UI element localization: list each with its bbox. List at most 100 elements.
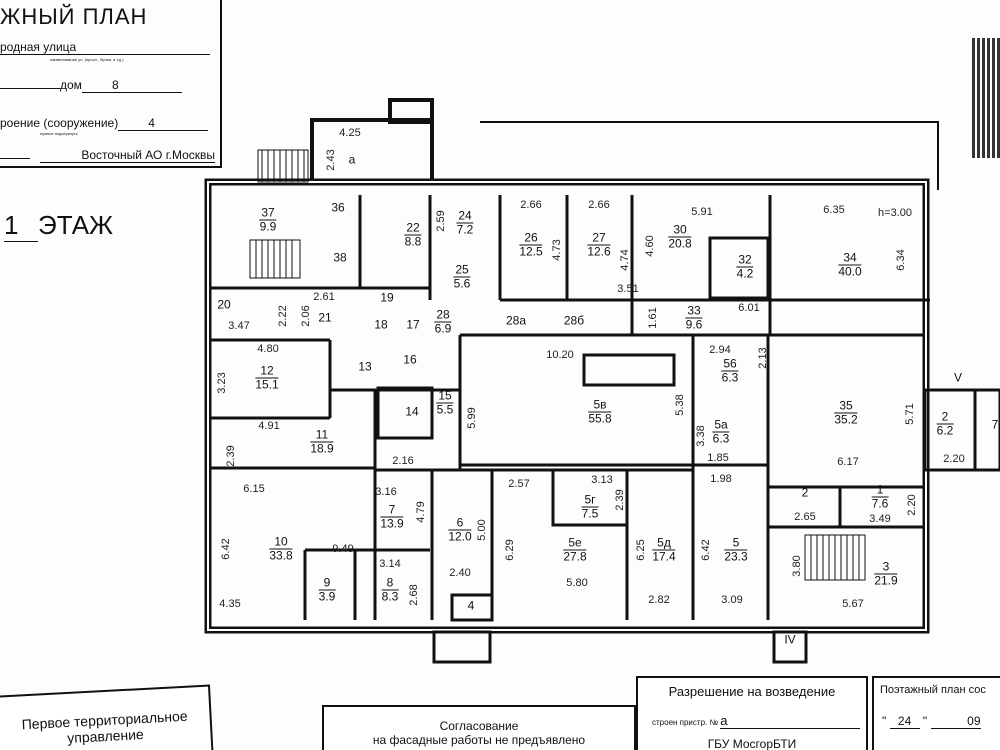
room-number: 18 xyxy=(374,317,388,332)
house-value: 8 xyxy=(81,78,182,93)
room-number: a xyxy=(348,152,356,167)
room-number: 8 xyxy=(381,576,399,591)
dimension-label: 5.91 xyxy=(691,206,713,218)
room-label: 19 xyxy=(378,291,395,305)
room-label: 28б xyxy=(562,314,586,328)
room-number: 37 xyxy=(259,205,277,221)
room-area: 5.5 xyxy=(436,402,454,417)
room-number: 56 xyxy=(721,356,739,372)
district: Восточный АО г.Москвы xyxy=(40,148,216,163)
room-area: 40.0 xyxy=(838,264,862,279)
dimension-label: 2.20 xyxy=(943,453,965,465)
date-day: 24 xyxy=(889,714,920,729)
dimension-label: 1.98 xyxy=(710,473,732,485)
room-area: 21.9 xyxy=(874,573,898,588)
dimension-label: 3.23 xyxy=(216,372,228,394)
title-block xyxy=(0,0,222,168)
stamp-facade-line1: Согласование xyxy=(439,719,519,733)
room-number: 33 xyxy=(685,303,703,319)
room-area: 8.8 xyxy=(404,234,422,249)
street-caption: наименование ул. (просп., бульв. и т.д.) xyxy=(50,57,124,62)
room-number: 4 xyxy=(467,598,475,613)
permit-value: а xyxy=(720,713,861,729)
dimension-label: 2.39 xyxy=(225,445,237,467)
room-number: 17 xyxy=(406,317,420,332)
room-area: 5.6 xyxy=(453,276,471,291)
room-number: 25 xyxy=(453,262,471,278)
dimension-label: 6.35 xyxy=(823,204,845,216)
canopy-line xyxy=(388,98,939,190)
dimension-label: 1.85 xyxy=(707,452,729,464)
dimension-label: 5.71 xyxy=(904,403,916,425)
room-number: 5е xyxy=(563,536,587,551)
dimension-label: 4.80 xyxy=(257,343,279,355)
room-number: 5д xyxy=(652,536,676,551)
district-row: Восточный АО г.Москвы xyxy=(0,148,216,163)
room-area: 12.5 xyxy=(519,244,543,259)
room-area: 9.6 xyxy=(685,317,703,332)
dimension-label: 4.35 xyxy=(219,598,241,610)
dimension-label: 5.99 xyxy=(466,407,478,429)
dimension-label: 6.42 xyxy=(220,538,232,560)
dimension-label: 4.91 xyxy=(258,420,280,432)
room-label: IV xyxy=(782,632,797,647)
house-label: дом xyxy=(60,78,82,92)
dimension-label: 2.94 xyxy=(709,344,731,356)
qr-code-icon xyxy=(972,38,1000,158)
dimension-label: 2.68 xyxy=(408,584,420,606)
dimension-label: 6.17 xyxy=(837,456,859,468)
floorplan-title: Поэтажный план сос xyxy=(880,684,986,696)
dimension-label: 9.49 xyxy=(332,543,354,555)
dimension-label: 2.65 xyxy=(794,511,816,523)
room-number: 5а xyxy=(712,417,730,433)
room-number: 26 xyxy=(519,231,543,246)
room-label: 13 xyxy=(356,360,373,374)
permit-org: ГБУ МосгорБТИ xyxy=(707,737,797,750)
dimension-label: 6.15 xyxy=(243,483,265,495)
dimension-label: 3.14 xyxy=(379,558,401,570)
room-number: 30 xyxy=(668,223,692,238)
dimension-label: 3.80 xyxy=(791,555,803,577)
room-area: 15.1 xyxy=(255,377,279,392)
dimension-label: 4.60 xyxy=(644,235,656,257)
permit-field: строен пристр. № xyxy=(652,718,719,727)
room-number: 7 xyxy=(380,503,404,518)
room-number: 5 xyxy=(724,536,748,551)
floor-number: 1 xyxy=(4,210,38,242)
room-number: 3 xyxy=(874,560,898,575)
room-area: 20.8 xyxy=(668,236,692,251)
room-label: a xyxy=(347,152,358,167)
dimension-label: 2.16 xyxy=(392,455,414,467)
room-area: 17.4 xyxy=(652,549,676,564)
building-caption: нужное подчеркнуть xyxy=(40,131,78,136)
permit-title: Разрешение на возведение xyxy=(668,684,836,699)
street-name: родная улица xyxy=(0,40,210,55)
building-value: 4 xyxy=(118,116,209,131)
dimension-label: 2.82 xyxy=(648,594,670,606)
room-number: 34 xyxy=(838,251,862,266)
dimension-label: 6.25 xyxy=(635,539,647,561)
room-number: 35 xyxy=(834,399,858,414)
interior-walls xyxy=(210,195,1000,664)
dimension-label: 3.49 xyxy=(869,513,891,525)
dimension-label: h=3.00 xyxy=(878,207,912,219)
dimension-label: 6.29 xyxy=(504,539,516,561)
building-label: роение (сооружение) xyxy=(0,116,119,130)
dimension-label: 6.01 xyxy=(738,302,760,314)
room-label: 20 xyxy=(215,298,232,312)
stamp-facade: Согласование на фасадные работы не предъ… xyxy=(322,705,636,750)
room-number: IV xyxy=(784,632,796,647)
dimension-label: 3.38 xyxy=(695,425,707,447)
room-label: 14 xyxy=(403,405,420,419)
room-area: 3.9 xyxy=(318,589,336,604)
